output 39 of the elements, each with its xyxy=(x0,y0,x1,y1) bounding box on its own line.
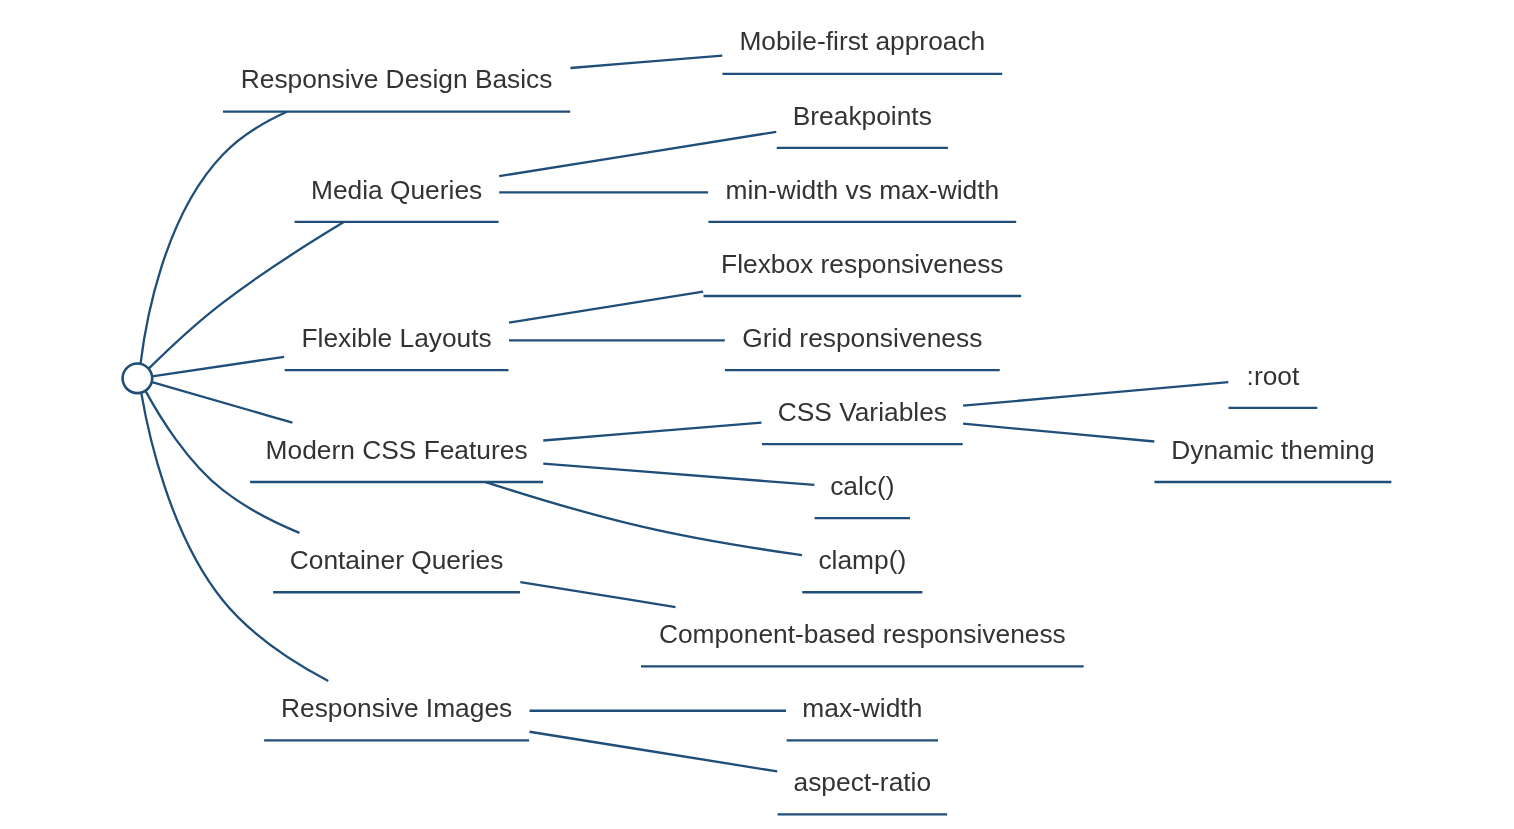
node-text: min-width vs max-width xyxy=(725,174,1000,205)
node-text: Container Queries xyxy=(289,544,504,575)
node-text: Grid responsiveness xyxy=(742,322,983,353)
connector xyxy=(520,581,676,609)
connector xyxy=(529,730,778,773)
connector xyxy=(499,191,709,194)
node-text: Mobile-first approach xyxy=(739,26,986,57)
node-text: max-width xyxy=(802,692,923,723)
node-text: Flexible Layouts xyxy=(301,322,492,353)
connector xyxy=(140,392,329,682)
node-text: Breakpoints xyxy=(792,100,932,131)
connector xyxy=(485,481,803,557)
connector xyxy=(508,290,704,324)
node-text: Component-based responsiveness xyxy=(658,618,1066,649)
connector xyxy=(570,54,723,70)
node-text: calc() xyxy=(830,470,895,501)
node-text: :root xyxy=(1246,360,1300,391)
connector xyxy=(148,221,345,370)
connector xyxy=(139,110,288,364)
connector xyxy=(543,421,762,442)
connector xyxy=(963,380,1229,407)
node-text: CSS Variables xyxy=(777,396,947,427)
connector xyxy=(529,709,787,712)
connector xyxy=(151,355,285,378)
node-text: Dynamic theming xyxy=(1171,434,1375,465)
node-text: Modern CSS Features xyxy=(265,434,528,465)
node-text: clamp() xyxy=(818,544,907,575)
connector xyxy=(498,130,777,178)
node-text: Flexbox responsiveness xyxy=(721,248,1004,279)
node-text: aspect-ratio xyxy=(793,767,932,798)
connector xyxy=(963,422,1155,443)
node-text: Responsive Images xyxy=(280,692,513,723)
connector xyxy=(509,339,725,342)
node-circle xyxy=(121,362,154,395)
connector xyxy=(543,462,815,487)
connector xyxy=(144,390,300,534)
node-text: Media Queries xyxy=(310,174,483,205)
node-text: Responsive Design Basics xyxy=(240,64,553,95)
connector xyxy=(151,380,293,424)
